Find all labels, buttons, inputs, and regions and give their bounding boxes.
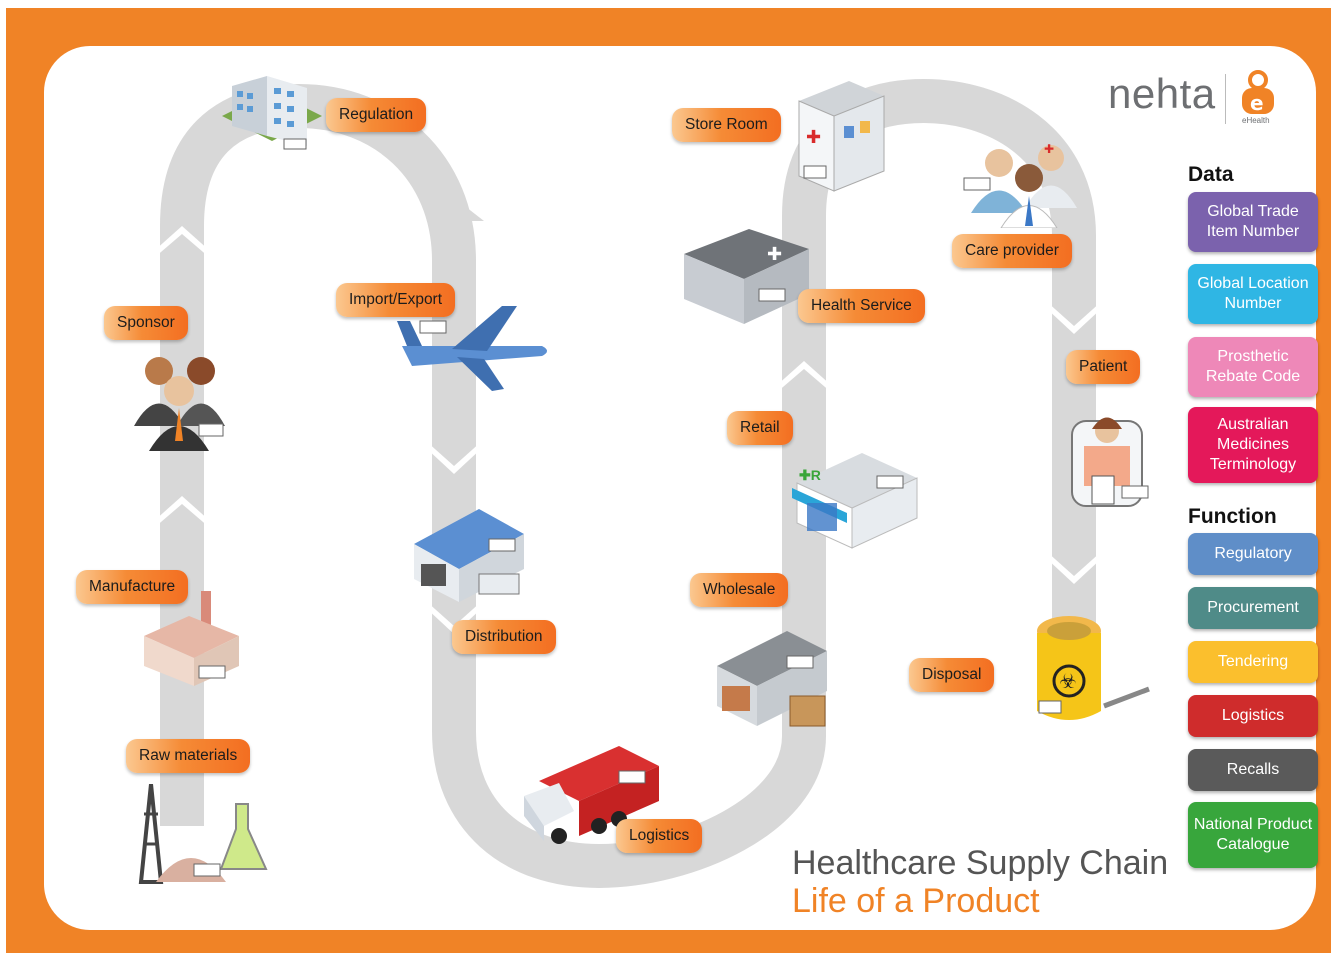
- hospital-icon: ✚: [684, 229, 809, 324]
- legend-label: Procurement: [1207, 599, 1299, 616]
- svg-text:✚R: ✚R: [799, 467, 821, 483]
- stage-patient: Patient: [1066, 350, 1141, 384]
- legend-function-logistics: Logistics: [1188, 695, 1318, 737]
- legend-data-gtin: Global Trade Item Number: [1188, 192, 1318, 252]
- ehealth-logo-icon: e: [1242, 70, 1274, 115]
- diagram-panel: ✚R ✚ ✚ ✚ ☣ Regu: [44, 46, 1316, 930]
- logo-wordmark: nehta: [1108, 70, 1216, 117]
- stage-health-service: Health Service: [798, 289, 925, 323]
- flow-chevrons: [154, 226, 1102, 634]
- caption-subtitle: Life of a Product: [792, 882, 1040, 920]
- wholesale-warehouse-icon: [717, 631, 827, 727]
- legend-function-procurement: Procurement: [1188, 587, 1318, 629]
- legend-function-title: Function: [1188, 505, 1277, 528]
- legend-data-amt: Australian Medicines Terminology: [1188, 407, 1318, 483]
- stage-retail: Retail: [727, 411, 793, 445]
- truck-icon: [524, 746, 659, 844]
- legend-label: Recalls: [1226, 761, 1280, 778]
- legend-function-npc: National Product Catalogue: [1188, 802, 1318, 868]
- svg-text:✚: ✚: [767, 244, 782, 265]
- care-providers-icon: ✚: [963, 142, 1077, 228]
- flow-arrowhead-left: [429, 186, 484, 221]
- legend-function-recalls: Recalls: [1188, 749, 1318, 791]
- legend-label: Prosthetic Rebate Code: [1205, 348, 1301, 385]
- svg-text:✚: ✚: [806, 127, 821, 148]
- stage-sponsor: Sponsor: [104, 306, 188, 340]
- logo-subtitle: eHealth: [1242, 116, 1270, 125]
- legend-label: Regulatory: [1214, 545, 1292, 562]
- regulation-building-icon: [222, 76, 322, 150]
- stage-manufacture: Manufacture: [76, 570, 189, 604]
- svg-text:e: e: [1250, 91, 1264, 115]
- legend-label: Global Trade Item Number: [1206, 203, 1300, 240]
- stage-store-room: Store Room: [672, 108, 781, 142]
- stage-import-export: Import/Export: [336, 283, 456, 317]
- medicine-cabinet-icon: ✚: [798, 81, 885, 192]
- legend-function-tendering: Tendering: [1188, 641, 1318, 683]
- legend-label: Global Location Number: [1197, 275, 1309, 312]
- orange-frame: ✚R ✚ ✚ ✚ ☣ Regu: [6, 8, 1331, 953]
- stage-logistics: Logistics: [616, 819, 703, 853]
- legend-data-gln: Global Location Number: [1188, 264, 1318, 324]
- stage-wholesale: Wholesale: [690, 573, 789, 607]
- legend-label: Australian Medicines Terminology: [1209, 416, 1297, 473]
- patient-bed-icon: [1071, 417, 1149, 507]
- stage-care-provider: Care provider: [952, 234, 1072, 268]
- legend-label: Logistics: [1221, 707, 1285, 724]
- legend-label: Tendering: [1217, 653, 1289, 670]
- logo-divider: [1225, 74, 1226, 124]
- legend-function-regulatory: Regulatory: [1188, 533, 1318, 575]
- pharmacy-store-icon: ✚R: [792, 453, 918, 549]
- stage-disposal: Disposal: [909, 658, 995, 692]
- factory-icon: [144, 591, 239, 686]
- stage-distribution: Distribution: [452, 620, 556, 654]
- legend-data-prosthetic-rebate: Prosthetic Rebate Code: [1188, 337, 1318, 397]
- stage-raw-materials: Raw materials: [126, 739, 251, 773]
- legend-label: National Product Catalogue: [1193, 816, 1313, 853]
- svg-text:☣: ☣: [1059, 669, 1077, 693]
- caption-title: Healthcare Supply Chain: [792, 844, 1169, 882]
- biohazard-bin-icon: ☣: [1037, 616, 1150, 720]
- oil-rig-flask-icon: [138, 784, 268, 884]
- stage-regulation: Regulation: [326, 98, 427, 132]
- svg-text:✚: ✚: [1044, 142, 1054, 156]
- distribution-warehouse-icon: [414, 509, 524, 602]
- nehta-logo: nehta e eHealth: [1108, 68, 1283, 130]
- flow-arrowhead-top: [924, 79, 959, 123]
- sponsor-people-icon: [134, 357, 225, 451]
- legend-data-title: Data: [1188, 163, 1234, 186]
- airplane-icon: [397, 306, 547, 391]
